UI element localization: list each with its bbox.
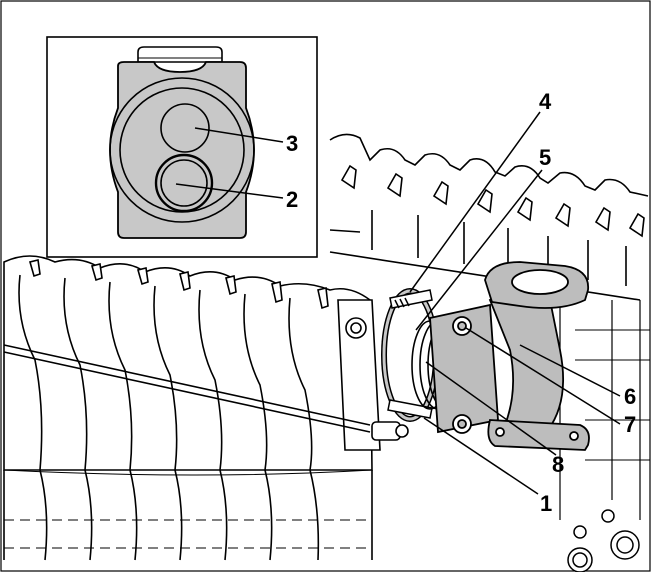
- bottom-right-nuts: [567, 509, 640, 573]
- callout-6: 6: [624, 384, 636, 409]
- leader-7: [465, 327, 621, 425]
- leader-1: [423, 417, 539, 495]
- leader-2: [175, 183, 284, 199]
- studs: [387, 289, 433, 419]
- rear-boiler-sections: [329, 133, 650, 520]
- leader-4: [409, 111, 541, 293]
- leader-lines: [175, 111, 621, 495]
- callout-3: 3: [286, 131, 298, 156]
- inset-detail: [46, 36, 318, 258]
- inset-lower-seal: [160, 159, 208, 207]
- inset-upper-opening: [160, 103, 210, 153]
- callout-labels: 3 2 4 5 6 7 8 1: [286, 89, 636, 516]
- leader-3: [194, 127, 284, 143]
- callout-4: 4: [539, 89, 552, 114]
- callout-2: 2: [286, 187, 298, 212]
- front-boiler-sections: [3, 255, 381, 561]
- leader-5: [415, 169, 543, 331]
- callout-5: 5: [539, 145, 551, 170]
- inset-lower-opening: [154, 153, 214, 213]
- leader-6: [519, 344, 621, 397]
- leader-8: [425, 361, 557, 456]
- inset-gasket-plate: [109, 61, 255, 239]
- inset-gasket-tab: [137, 46, 223, 63]
- inset-outer-ring: [109, 77, 255, 223]
- callout-7: 7: [624, 412, 636, 437]
- callout-8: 8: [552, 452, 564, 477]
- sensor-rod: [3, 344, 409, 441]
- callout-1: 1: [540, 491, 552, 516]
